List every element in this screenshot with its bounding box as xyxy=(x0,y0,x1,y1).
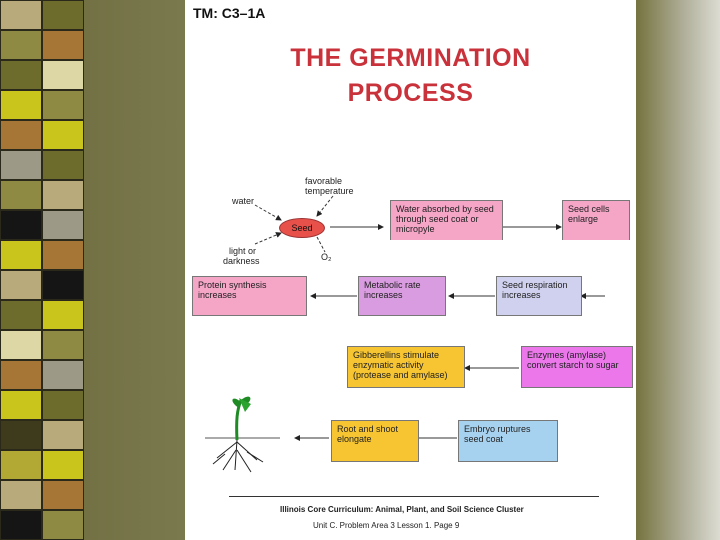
oxygen-line xyxy=(316,236,326,253)
step-enzymes: Enzymes (amylase) convert starch to suga… xyxy=(521,346,633,388)
step-cells-enlarge: Seed cells enlarge xyxy=(562,200,630,240)
footer-divider xyxy=(229,496,599,497)
footer-unit: Unit C. Problem Area 3 Lesson 1. Page 9 xyxy=(313,521,460,530)
light-label-line2: darkness xyxy=(223,256,260,266)
seed-node: Seed xyxy=(279,218,325,238)
step-root-shoot: Root and shoot elongate xyxy=(331,420,419,462)
page-title-line2: PROCESS xyxy=(347,79,474,107)
decorative-stripes xyxy=(0,0,84,540)
step-water-absorbed: Water absorbed by seed through seed coat… xyxy=(390,200,503,240)
water-arrow xyxy=(254,204,282,221)
temperature-arrow xyxy=(316,195,334,217)
right-gradient-panel xyxy=(636,0,720,540)
flow-arrows xyxy=(205,195,605,473)
slide-page: TM: C3–1A THE GERMINATION PROCESS xyxy=(185,0,636,540)
step-metabolic-rate: Metabolic rate increases xyxy=(358,276,446,316)
oxygen-label: O₂ xyxy=(321,252,332,262)
sprout-illustration xyxy=(205,396,280,473)
light-label-line1: light or xyxy=(229,246,257,256)
step-protein-synthesis: Protein synthesis increases xyxy=(192,276,307,316)
light-arrow xyxy=(254,232,282,245)
water-label: water xyxy=(232,196,255,206)
step-embryo-ruptures: Embryo ruptures seed coat xyxy=(458,420,558,462)
temperature-label-line1: favorable xyxy=(305,176,343,186)
step-gibberellins: Gibberellins stimulate enzymatic activit… xyxy=(347,346,465,388)
page-title-line1: THE GERMINATION xyxy=(290,44,531,72)
tm-code: TM: C3–1A xyxy=(193,5,266,21)
temperature-label-line2: temperature xyxy=(305,186,354,196)
step-respiration: Seed respiration increases xyxy=(496,276,582,316)
footer-curriculum: Illinois Core Curriculum: Animal, Plant,… xyxy=(280,505,524,514)
